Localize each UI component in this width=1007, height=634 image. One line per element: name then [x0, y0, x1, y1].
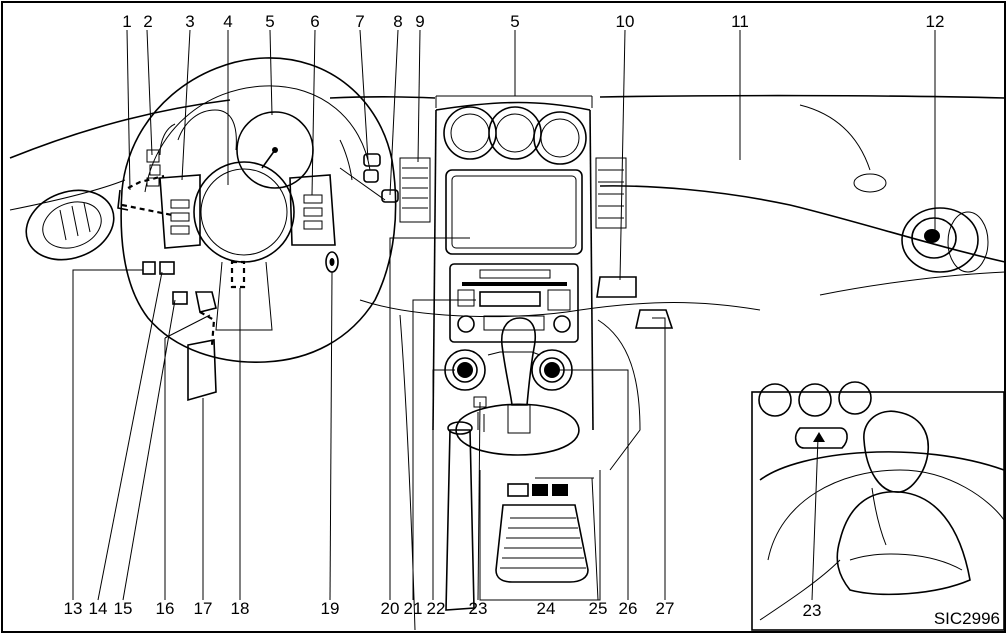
- steering-wheel: [120, 57, 397, 363]
- callout-21: 21: [404, 599, 423, 618]
- inset-callout-23: 23: [803, 601, 822, 620]
- callout-22: 22: [427, 599, 446, 618]
- switch-items: [117, 149, 399, 402]
- callout-23: 23: [469, 599, 488, 618]
- callout-10: 10: [616, 12, 635, 31]
- manual-transmission-inset: [751, 381, 1005, 631]
- callout-labels-top: 1 2 3 4 5 6 7 8 9 5 10 11 12: [122, 12, 944, 31]
- callout-18: 18: [231, 599, 250, 618]
- callout-5-center: 5: [510, 12, 519, 31]
- callout-3: 3: [185, 12, 194, 31]
- steering-hub: [193, 161, 295, 263]
- callout-7: 7: [355, 12, 364, 31]
- callout-9: 9: [415, 12, 424, 31]
- defroster-vent: [853, 173, 887, 193]
- leader-lines: [72, 29, 936, 601]
- callout-labels-bottom: 13 14 15 16 17 18 19 20 21 22 23 24 25 2…: [64, 599, 675, 618]
- callout-11: 11: [731, 12, 749, 31]
- center-console: [399, 101, 641, 611]
- callout-15: 15: [114, 599, 133, 618]
- callout-17: 17: [194, 599, 213, 618]
- callout-12: 12: [926, 12, 945, 31]
- callout-19: 19: [321, 599, 340, 618]
- callout-8: 8: [393, 12, 402, 31]
- callout-4: 4: [223, 12, 232, 31]
- left-air-vent: [25, 189, 115, 261]
- hazard-triangle-icon: [813, 432, 825, 442]
- callout-24: 24: [537, 599, 556, 618]
- callout-16: 16: [156, 599, 175, 618]
- callout-2: 2: [143, 12, 152, 31]
- callout-1: 1: [122, 12, 131, 31]
- figure-code: SIC2996: [934, 609, 1000, 628]
- callout-6: 6: [310, 12, 319, 31]
- callout-20: 20: [381, 599, 400, 618]
- callout-26: 26: [619, 599, 638, 618]
- callout-5-left: 5: [265, 12, 274, 31]
- callout-14: 14: [89, 599, 108, 618]
- callout-27: 27: [656, 599, 675, 618]
- callout-25: 25: [589, 599, 608, 618]
- callout-13: 13: [64, 599, 83, 618]
- item-10-box: [596, 276, 637, 298]
- right-air-vent: [901, 207, 989, 273]
- item-27-box: [635, 309, 674, 329]
